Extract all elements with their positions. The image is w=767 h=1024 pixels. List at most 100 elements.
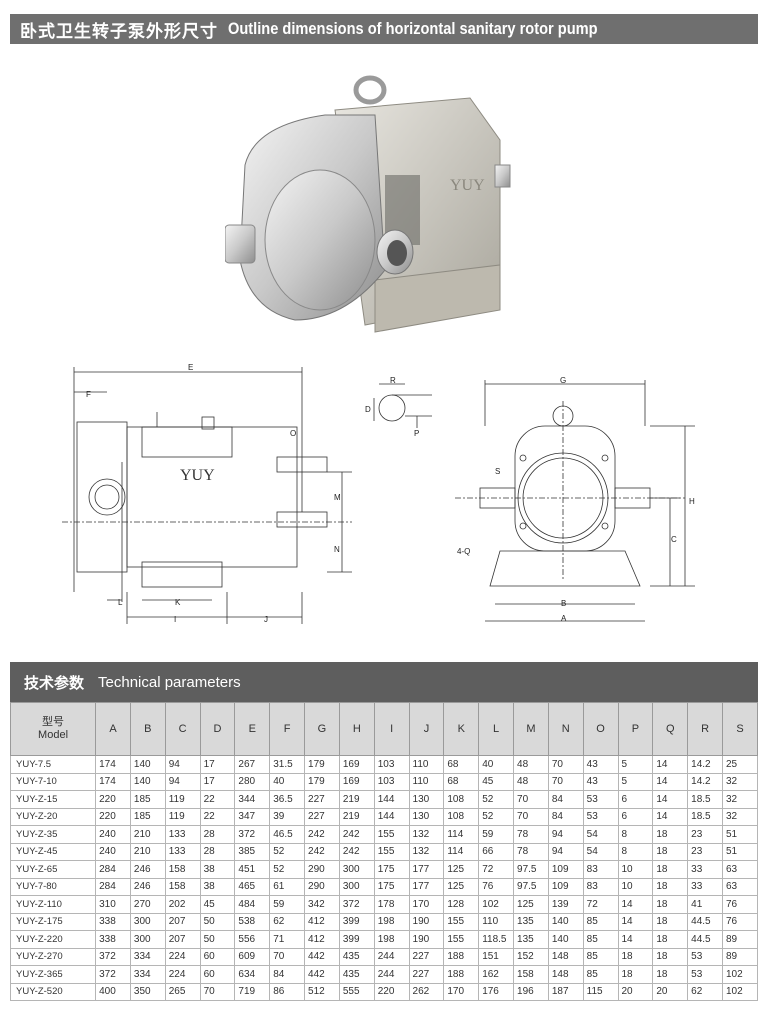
value-cell: 39	[269, 807, 306, 826]
value-cell: 242	[304, 842, 340, 861]
value-cell: 133	[164, 842, 201, 861]
value-cell: 412	[304, 912, 340, 931]
value-cell: 52	[269, 842, 306, 861]
col-header-o: O	[582, 702, 619, 756]
value-cell: 23	[687, 825, 723, 844]
value-cell: 132	[408, 842, 445, 861]
value-cell: 59	[269, 895, 306, 914]
value-cell: 22	[199, 790, 236, 809]
value-cell: 60	[199, 947, 236, 966]
col-header-e: E	[234, 702, 271, 756]
photo-brand-text: YUY	[450, 177, 485, 194]
value-cell: 44.5	[687, 912, 723, 931]
dim-label-k: K	[175, 598, 181, 607]
value-cell: 451	[234, 860, 271, 879]
value-cell: 14	[652, 807, 689, 826]
dim-label-m: M	[334, 493, 341, 502]
dim-label-h: H	[689, 497, 695, 506]
model-cell: YUY-Z-65	[9, 860, 97, 879]
model-cell: YUY-7.5	[9, 755, 97, 774]
value-cell: 18.5	[687, 790, 723, 809]
value-cell: 89	[721, 930, 759, 949]
col-header-f: F	[269, 702, 306, 756]
value-cell: 109	[547, 860, 584, 879]
value-cell: 84	[269, 965, 306, 984]
value-cell: 372	[338, 895, 375, 914]
dim-label-r: R	[390, 376, 396, 385]
value-cell: 210	[129, 842, 166, 861]
value-cell: 198	[373, 912, 410, 931]
value-cell: 246	[129, 877, 166, 896]
value-cell: 84	[547, 807, 584, 826]
col-header-r: R	[687, 702, 723, 756]
value-cell: 242	[304, 825, 340, 844]
value-cell: 162	[478, 965, 515, 984]
col-header-i: I	[373, 702, 410, 756]
value-cell: 14.2	[687, 772, 723, 791]
value-cell: 290	[304, 877, 340, 896]
value-cell: 174	[95, 772, 131, 791]
value-cell: 148	[547, 947, 584, 966]
value-cell: 130	[408, 790, 445, 809]
value-cell: 6	[617, 807, 654, 826]
value-cell: 40	[478, 755, 515, 774]
value-cell: 179	[304, 772, 340, 791]
col-header-m: M	[513, 702, 549, 756]
value-cell: 130	[408, 807, 445, 826]
value-cell: 62	[687, 982, 723, 1001]
value-cell: 207	[164, 930, 201, 949]
value-cell: 227	[408, 965, 445, 984]
model-cell: YUY-Z-35	[9, 825, 97, 844]
col-header-s: S	[721, 702, 759, 756]
value-cell: 148	[547, 965, 584, 984]
value-cell: 119	[164, 807, 201, 826]
value-cell: 23	[687, 842, 723, 861]
value-cell: 32	[721, 772, 759, 791]
value-cell: 18	[652, 895, 689, 914]
value-cell: 8	[617, 842, 654, 861]
tech-title-en: Technical parameters	[98, 673, 241, 691]
value-cell: 18	[617, 965, 654, 984]
value-cell: 119	[164, 790, 201, 809]
value-cell: 70	[513, 790, 549, 809]
value-cell: 465	[234, 877, 271, 896]
value-cell: 385	[234, 842, 271, 861]
value-cell: 62	[269, 912, 306, 931]
value-cell: 242	[338, 842, 375, 861]
value-cell: 18	[652, 877, 689, 896]
value-cell: 265	[164, 982, 201, 1001]
dim-label-j: J	[264, 615, 268, 624]
value-cell: 227	[304, 807, 340, 826]
value-cell: 300	[338, 877, 375, 896]
value-cell: 85	[582, 947, 619, 966]
value-cell: 86	[269, 982, 306, 1001]
value-cell: 609	[234, 947, 271, 966]
model-cell: YUY-7-80	[9, 877, 97, 896]
value-cell: 76	[478, 877, 515, 896]
value-cell: 125	[443, 877, 480, 896]
value-cell: 70	[547, 755, 584, 774]
value-cell: 188	[443, 947, 480, 966]
value-cell: 43	[582, 772, 619, 791]
value-cell: 435	[338, 947, 375, 966]
value-cell: 70	[547, 772, 584, 791]
value-cell: 538	[234, 912, 271, 931]
value-cell: 227	[408, 947, 445, 966]
value-cell: 110	[408, 755, 445, 774]
value-cell: 300	[129, 912, 166, 931]
model-cell: YUY-Z-270	[9, 947, 97, 966]
model-header-en: Model	[38, 729, 69, 741]
value-cell: 140	[547, 930, 584, 949]
value-cell: 8	[617, 825, 654, 844]
shaft-detail-drawing: R D P	[365, 376, 432, 438]
value-cell: 83	[582, 877, 619, 896]
value-cell: 555	[338, 982, 375, 1001]
value-cell: 115	[582, 982, 619, 1001]
value-cell: 344	[234, 790, 271, 809]
col-header-j: J	[408, 702, 445, 756]
